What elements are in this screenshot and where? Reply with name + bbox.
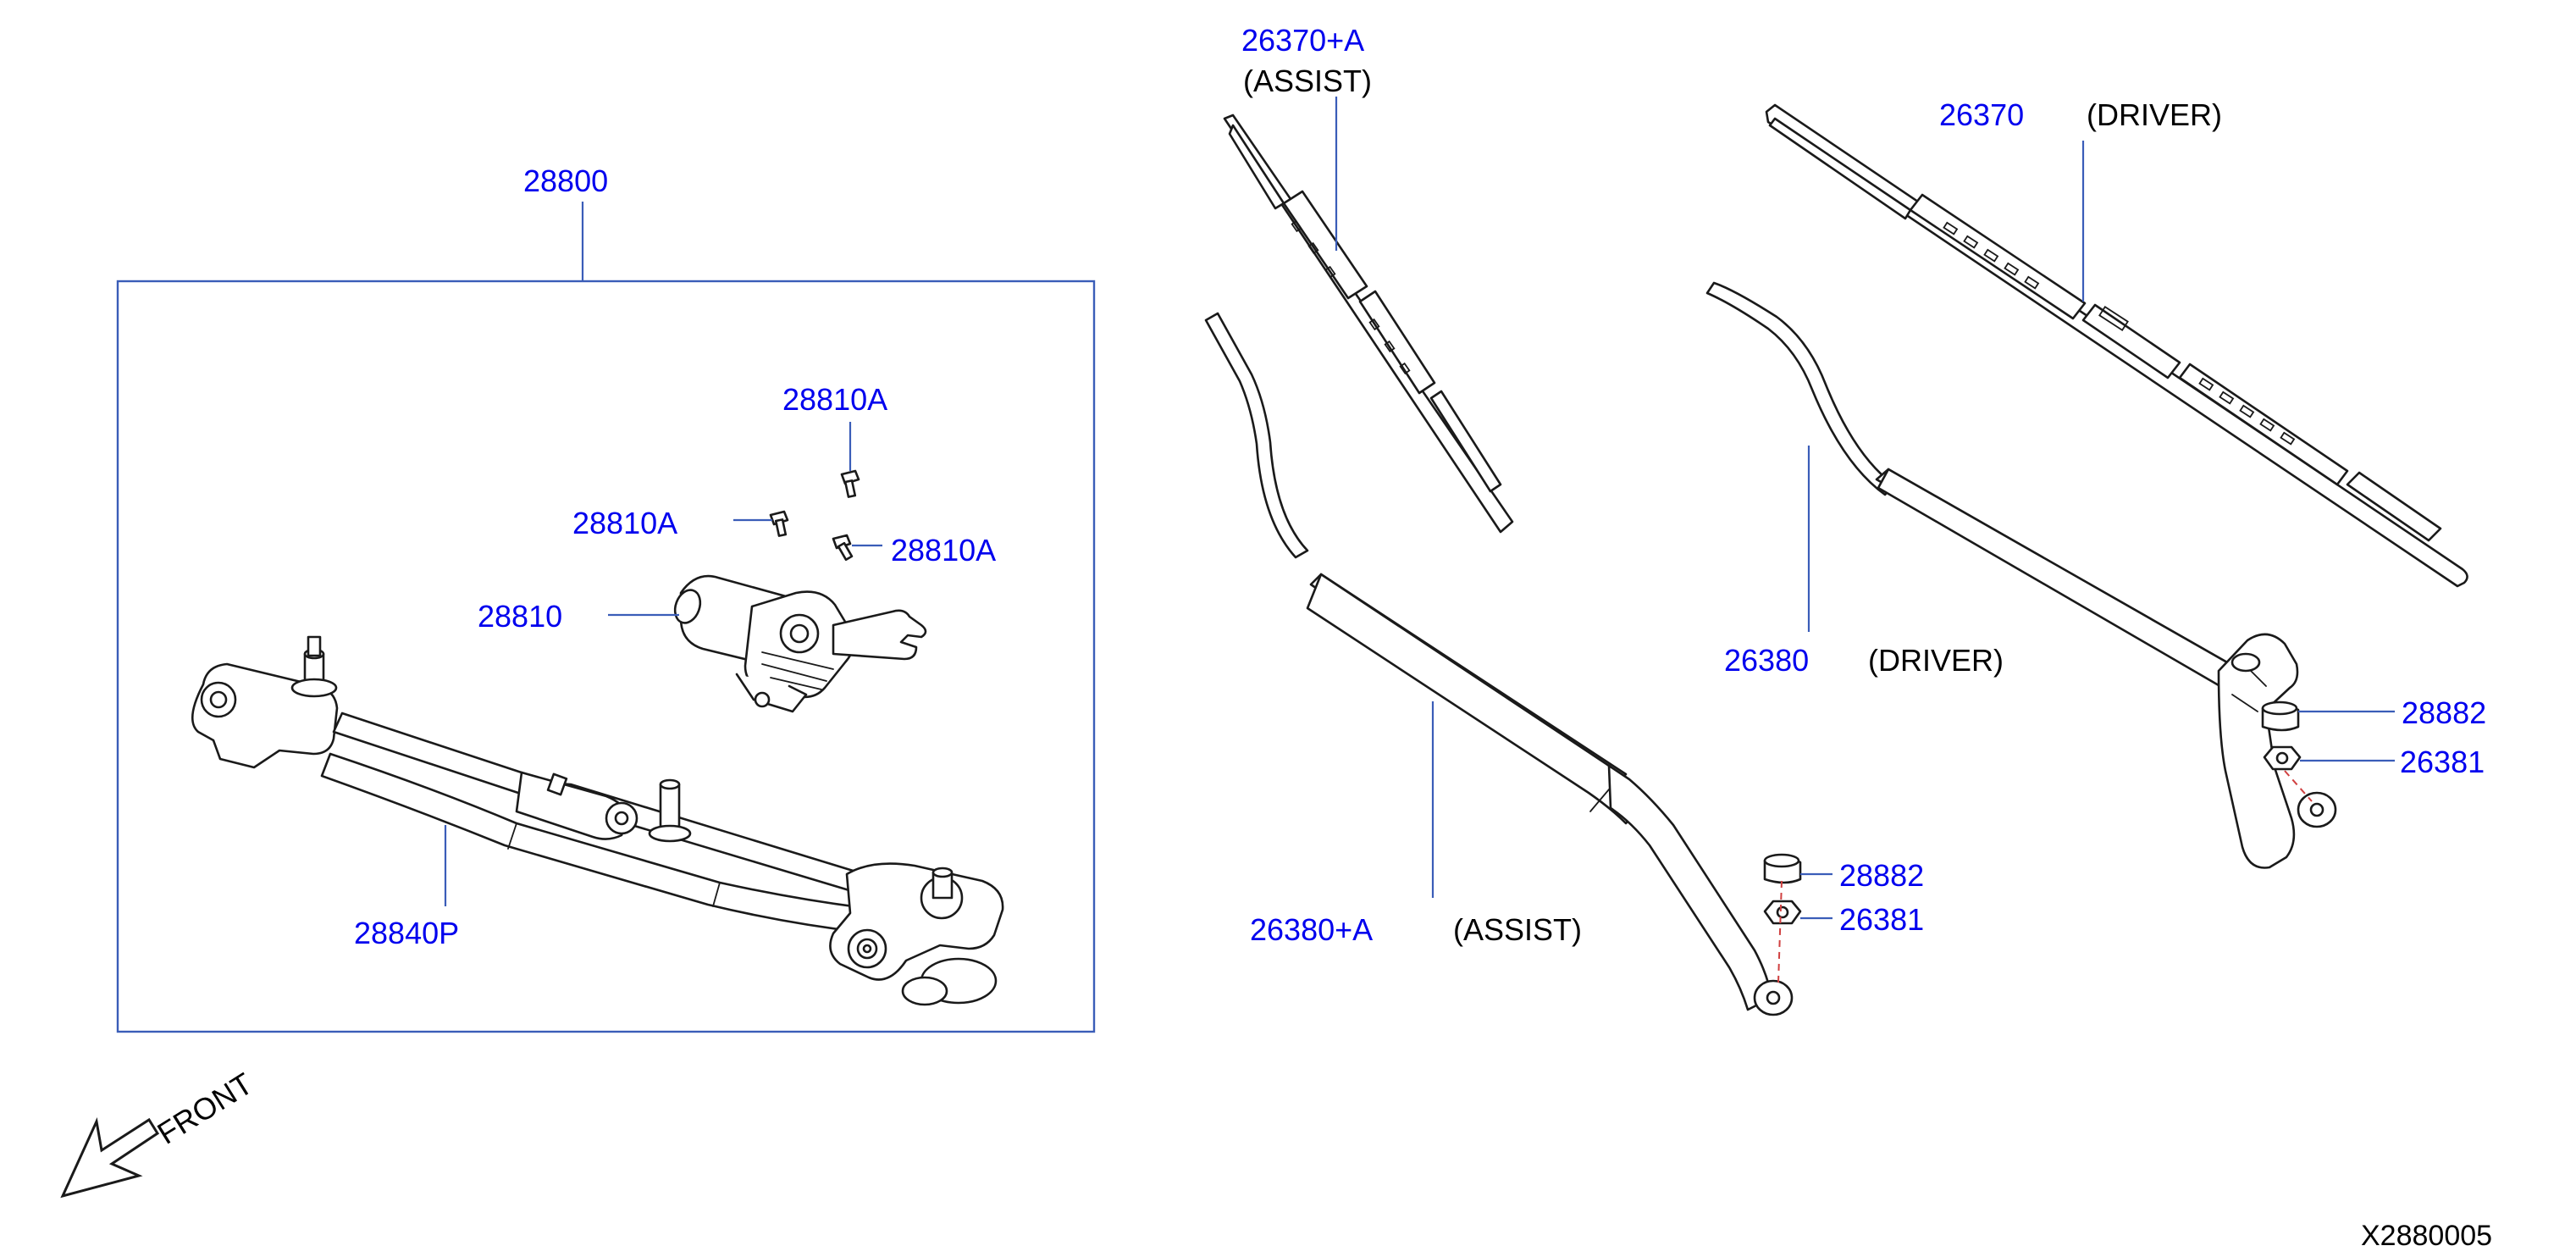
cap-assist [1763,853,1802,884]
note-arm-driver: (DRIVER) [1868,643,2004,678]
blade-assist [1223,114,1514,534]
note-blade-driver: (DRIVER) [2087,97,2222,132]
label-linkage[interactable]: 28840P [354,916,459,950]
arm-assist [1204,312,1794,1016]
note-arm-assist: (ASSIST) [1453,912,1582,947]
label-nut-assist[interactable]: 26381 [1839,902,1924,937]
bolt-top [840,469,860,498]
arm-driver [1705,281,2337,869]
label-cap-assist[interactable]: 28882 [1839,858,1924,893]
label-nut-driver[interactable]: 26381 [2400,745,2485,779]
label-bolt-right[interactable]: 28810A [891,533,996,568]
wiper-linkage [191,635,1004,1006]
wiper-motor [673,574,927,713]
label-bolt-top[interactable]: 28810A [782,382,887,417]
label-arm-driver[interactable]: 26380 [1724,643,1809,678]
label-motor[interactable]: 28810 [478,599,562,634]
label-assembly[interactable]: 28800 [523,163,608,198]
bolt-left [769,510,789,537]
nut-assist [1763,900,1802,925]
label-blade-assist[interactable]: 26370+A [1241,23,1364,58]
blade-driver [1765,103,2468,588]
front-arrow-icon [60,1116,160,1199]
pin-line-assist [1777,880,1783,983]
sheet-id: X2880005 [2361,1220,2492,1252]
label-arm-assist[interactable]: 26380+A [1250,912,1373,947]
note-blade-assist: (ASSIST) [1243,64,1372,98]
label-cap-driver[interactable]: 28882 [2402,695,2486,730]
bolt-right [832,534,854,562]
assembly-box [116,280,1096,1033]
label-bolt-left[interactable]: 28810A [572,506,677,540]
label-blade-driver[interactable]: 26370 [1939,97,2024,132]
front-label: FRONT [152,1066,259,1150]
cap-driver [2261,700,2300,732]
nut-driver [2263,745,2302,771]
